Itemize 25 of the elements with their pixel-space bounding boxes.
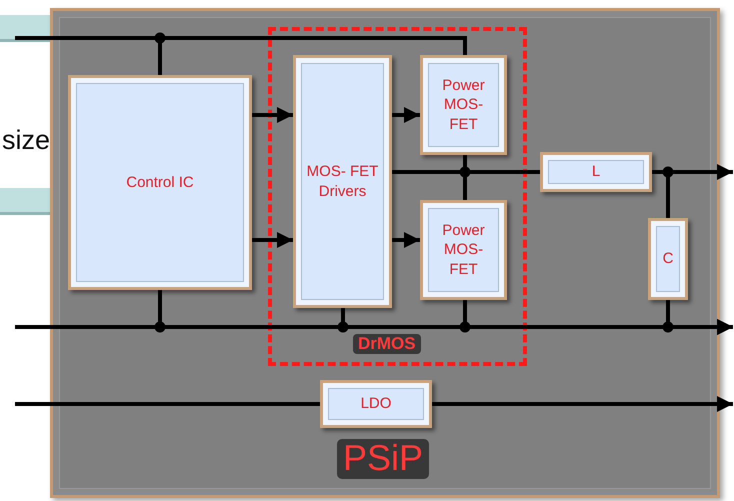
component-box (540, 152, 652, 192)
component-box (648, 218, 688, 300)
component-box (68, 75, 252, 290)
component-box (420, 55, 507, 155)
package-title: PSiP (337, 439, 430, 479)
arrow (432, 396, 733, 412)
arrow (392, 107, 420, 123)
component-label: MOS- FET Drivers (306, 162, 380, 201)
package-box (50, 8, 720, 498)
arrow (392, 232, 420, 248)
component-label: Power MOS- FET (441, 76, 486, 134)
module-title: DrMOS (353, 334, 421, 354)
component-box (320, 380, 432, 428)
component-label: L (590, 162, 602, 182)
component-label: Control IC (125, 172, 195, 192)
arrow (252, 232, 293, 248)
arrow (252, 107, 293, 123)
module-region (268, 27, 527, 366)
component-label: LDO (360, 394, 392, 414)
component-box (420, 200, 507, 300)
component-box (293, 55, 392, 308)
slide-text: size (2, 127, 50, 154)
component-label: Power MOS- FET (441, 220, 486, 280)
wire (15, 402, 320, 406)
component-label: C (662, 249, 674, 269)
